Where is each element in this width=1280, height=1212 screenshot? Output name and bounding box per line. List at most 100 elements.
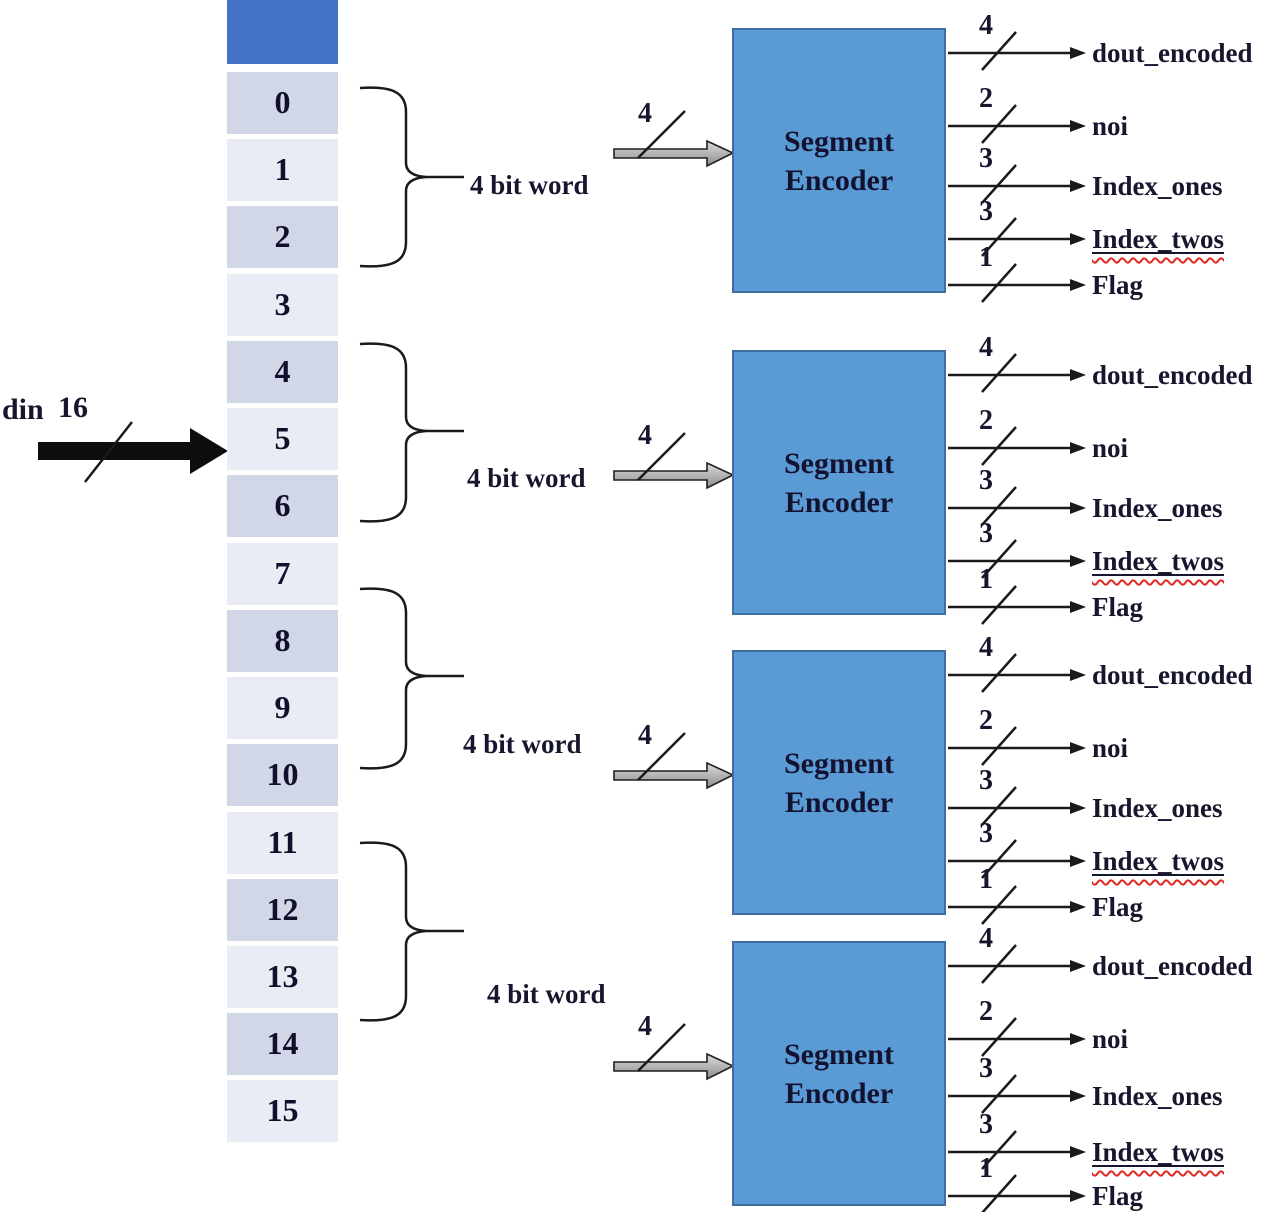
register-cell-6: 6 [227, 475, 338, 537]
input-bus-arrow-icon [613, 732, 735, 790]
din-label: din [2, 393, 44, 426]
output-label: noi [1092, 111, 1129, 141]
output-label: dout_encoded [1092, 38, 1253, 68]
encoder-title-line1: Segment [784, 446, 894, 480]
output-bus-width: 3 [979, 465, 993, 496]
register-cell-10: 10 [227, 744, 338, 806]
output-label: dout_encoded [1092, 951, 1253, 981]
output-bus-width: 2 [979, 996, 993, 1027]
output-bus-width: 4 [979, 10, 993, 41]
output-bus-width: 1 [979, 1153, 993, 1184]
output-flag: 1 Flag [946, 240, 1280, 306]
register-cell-11: 11 [227, 812, 338, 874]
output-label: Index_twos [1092, 1137, 1225, 1167]
segment-encoder-group-2: 4 Segment Encoder 4 dout_encoded 2 noi 3… [0, 332, 1280, 625]
register-cell-0: 0 [227, 72, 338, 134]
output-bus-width: 2 [979, 83, 993, 114]
register-cell-14: 14 [227, 1013, 338, 1075]
register-cell-12: 12 [227, 879, 338, 941]
output-label: dout_encoded [1092, 660, 1253, 690]
output-index-ones: 3 Index_ones [946, 763, 1280, 829]
output-bus-width: 3 [979, 518, 993, 549]
output-label: Flag [1092, 1181, 1143, 1211]
output-label: Flag [1092, 270, 1143, 300]
output-noi: 2 noi [946, 403, 1280, 469]
output-index-ones: 3 Index_ones [946, 141, 1280, 207]
output-label: Index_ones [1092, 171, 1223, 201]
output-dout-encoded: 4 dout_encoded [946, 630, 1280, 696]
encoder-title-line2: Encoder [784, 485, 894, 519]
word-group-label-4: 4 bit word [487, 979, 606, 1009]
register-header-cell [227, 0, 338, 64]
encoder-title-line1: Segment [784, 124, 894, 158]
encoder-title-line1: Segment [784, 746, 894, 780]
encoder-title-line2: Encoder [784, 1076, 894, 1110]
segment-encoder-block: Segment Encoder [732, 650, 946, 915]
output-bus-width: 3 [979, 1053, 993, 1084]
output-noi: 2 noi [946, 994, 1280, 1060]
din-bus-arrow-icon [38, 421, 228, 483]
output-index-ones: 3 Index_ones [946, 463, 1280, 529]
register-cell-8: 8 [227, 610, 338, 672]
output-flag: 1 Flag [946, 562, 1280, 628]
encoder-title-line2: Encoder [784, 163, 894, 197]
register-cell-2: 2 [227, 206, 338, 268]
output-index-ones: 3 Index_ones [946, 1051, 1280, 1117]
output-index-twos: 3 Index_twos [946, 816, 1280, 882]
input-bus-arrow-icon [613, 432, 735, 490]
output-label: Index_ones [1092, 793, 1223, 823]
output-bus-width: 3 [979, 196, 993, 227]
word-group-label-2: 4 bit word [467, 463, 586, 493]
segment-encoder-block: Segment Encoder [732, 28, 946, 293]
output-dout-encoded: 4 dout_encoded [946, 330, 1280, 396]
register-cell-13: 13 [227, 946, 338, 1008]
input-bus-width: 4 [638, 98, 652, 129]
input-bus-width: 4 [638, 1011, 652, 1042]
input-bus-width: 4 [638, 420, 652, 451]
output-bus-width: 3 [979, 818, 993, 849]
output-dout-encoded: 4 dout_encoded [946, 8, 1280, 74]
input-bus-arrow-icon [613, 110, 735, 168]
output-bus-width: 1 [979, 564, 993, 595]
register-cell-3: 3 [227, 274, 338, 336]
segment-encoder-group-1: 4 Segment Encoder 4 dout_encoded 2 noi 3… [0, 10, 1280, 303]
output-label: dout_encoded [1092, 360, 1253, 390]
output-bus-width: 3 [979, 143, 993, 174]
output-flag: 1 Flag [946, 862, 1280, 928]
output-bus-width: 2 [979, 705, 993, 736]
output-label: Flag [1092, 592, 1143, 622]
output-noi: 2 noi [946, 703, 1280, 769]
output-label: Flag [1092, 892, 1143, 922]
output-flag: 1 Flag [946, 1151, 1280, 1212]
output-bus-width: 3 [979, 1109, 993, 1140]
register-cell-1: 1 [227, 139, 338, 201]
din-bus-width: 16 [58, 391, 88, 424]
output-bus-width: 1 [979, 864, 993, 895]
register-cell-5: 5 [227, 408, 338, 470]
output-bus-width: 4 [979, 332, 993, 363]
register-cell-7: 7 [227, 543, 338, 605]
output-noi: 2 noi [946, 81, 1280, 147]
output-label: Index_twos [1092, 546, 1225, 576]
word-group-label-3: 4 bit word [463, 729, 582, 759]
segment-encoder-group-3: 4 Segment Encoder 4 dout_encoded 2 noi 3… [0, 632, 1280, 925]
encoder-title-line2: Encoder [784, 785, 894, 819]
output-label: noi [1092, 733, 1129, 763]
output-label: Index_ones [1092, 493, 1223, 523]
output-bus-width: 4 [979, 923, 993, 954]
register-cell-9: 9 [227, 677, 338, 739]
output-bus-width: 1 [979, 242, 993, 273]
input-bus-arrow-icon [613, 1023, 735, 1081]
output-index-twos: 3 Index_twos [946, 1107, 1280, 1173]
output-bus-width: 4 [979, 632, 993, 663]
output-label: noi [1092, 1024, 1129, 1054]
output-index-twos: 3 Index_twos [946, 516, 1280, 582]
output-bus-width: 2 [979, 405, 993, 436]
output-label: Index_ones [1092, 1081, 1223, 1111]
segment-encoder-block: Segment Encoder [732, 941, 946, 1206]
output-index-twos: 3 Index_twos [946, 194, 1280, 260]
output-label: Index_twos [1092, 846, 1225, 876]
output-dout-encoded: 4 dout_encoded [946, 921, 1280, 987]
